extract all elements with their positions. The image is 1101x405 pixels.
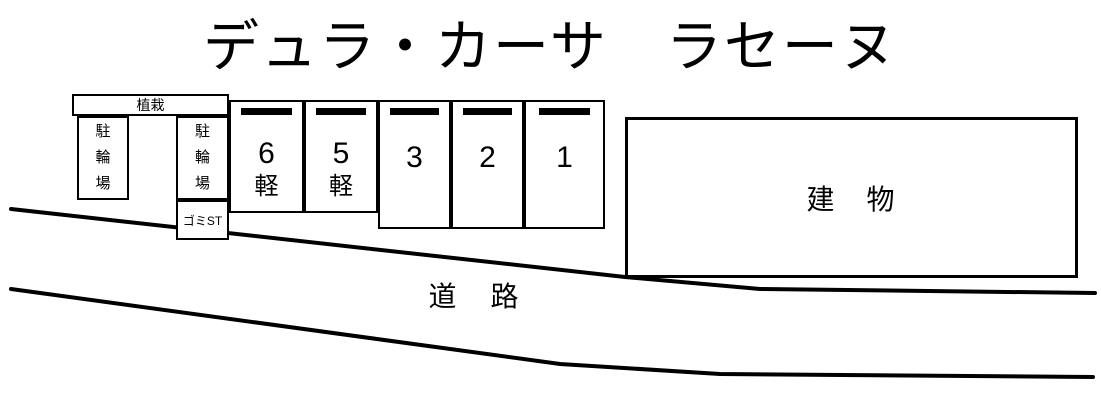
stall-2-dash-left	[463, 108, 489, 115]
stall-1-number: 1	[556, 141, 573, 174]
stall-1-dash-left	[539, 108, 565, 115]
stall-3-dash-right	[413, 108, 439, 115]
bicycle-parking-left-char-1: 駐	[95, 123, 111, 140]
stall-6-dash-right	[266, 108, 292, 115]
stall-3-dash-left	[390, 108, 416, 115]
stall-5-dash-right	[340, 108, 366, 115]
bicycle-parking-left-char-3: 場	[95, 175, 111, 192]
planting-strip: 植栽	[72, 94, 229, 116]
stall-6-kei-label: 軽	[254, 173, 279, 200]
parking-stall-3[interactable]: 3	[378, 100, 451, 229]
bicycle-parking-left: 駐 輪 場	[77, 116, 129, 200]
stall-2-number: 2	[479, 141, 496, 174]
planting-strip-label: 植栽	[136, 97, 165, 113]
bicycle-parking-right-char-3: 場	[194, 175, 210, 192]
stall-6-number: 6	[258, 137, 275, 170]
bicycle-parking-right: 駐 輪 場	[176, 116, 229, 200]
bicycle-parking-right-char-2: 輪	[194, 149, 210, 166]
parking-stall-1[interactable]: 1	[524, 100, 605, 229]
stall-5-number: 5	[332, 137, 350, 170]
building-block: 建 物	[625, 117, 1078, 278]
stall-1-dash-right	[564, 108, 590, 115]
garbage-station: ゴミST	[176, 200, 229, 240]
stall-5-dash-left	[316, 108, 342, 115]
parking-stall-6[interactable]: 6 軽	[229, 100, 304, 213]
stall-5-kei-label: 軽	[329, 173, 353, 200]
bicycle-parking-right-char-1: 駐	[194, 123, 210, 140]
parking-stall-2[interactable]: 2	[451, 100, 524, 229]
parking-stall-5[interactable]: 5 軽	[304, 100, 378, 213]
stall-2-dash-right	[486, 108, 512, 115]
garbage-station-label: ゴミST	[182, 213, 223, 228]
bicycle-parking-right-label: 駐 輪 場	[178, 118, 227, 198]
bicycle-parking-left-label: 駐 輪 場	[79, 118, 127, 198]
page-title: デュラ・カーサ ラセーヌ	[203, 15, 898, 78]
road-label: 道 路	[428, 281, 522, 312]
building-label: 建 物	[806, 183, 897, 215]
stall-3-number: 3	[406, 141, 423, 174]
bicycle-parking-left-char-2: 輪	[95, 149, 111, 166]
stall-6-dash-left	[241, 108, 267, 115]
